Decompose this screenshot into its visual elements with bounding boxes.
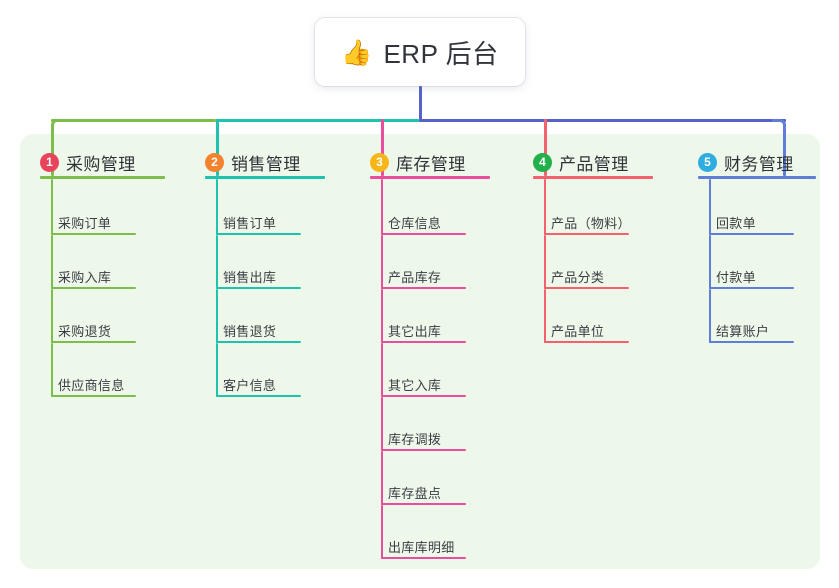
leaf-underline-4-3 [544,341,629,343]
leaf-stem-5-1 [709,179,711,235]
leaf-item-1-1[interactable]: 采购订单 [58,216,112,231]
leaf-underline-5-2 [709,287,794,289]
bus-segment-1 [51,119,216,122]
branch-header-1[interactable]: 1 采购管理 [40,150,136,175]
leaf-underline-4-2 [544,287,629,289]
branch-header-4[interactable]: 4 产品管理 [533,150,629,175]
leaf-underline-3-1 [381,233,466,235]
leaf-item-5-1[interactable]: 回款单 [716,216,756,231]
leaf-underline-2-3 [216,341,301,343]
leaf-item-4-1[interactable]: 产品（物料） [551,216,631,231]
leaf-item-4-2[interactable]: 产品分类 [551,270,605,285]
leaf-underline-1-3 [51,341,136,343]
root-node-label: ERP 后台 [383,38,499,69]
root-node-erp-backend[interactable]: 👍 ERP 后台 [315,18,525,86]
branch-header-3[interactable]: 3 库存管理 [370,150,466,175]
branch-drop-5 [783,131,786,176]
thumbs-up-icon: 👍 [341,37,373,67]
branch-title-5: 财务管理 [724,155,794,174]
leaf-item-2-4[interactable]: 客户信息 [223,378,277,393]
branch-header-2[interactable]: 2 销售管理 [205,150,301,175]
leaf-item-3-3[interactable]: 其它出库 [388,324,442,339]
leaf-stem-2-1 [216,179,218,235]
bus-segment-3 [419,119,786,122]
leaf-stem-4-2 [544,235,546,289]
leaf-item-2-2[interactable]: 销售出库 [223,270,277,285]
leaf-underline-3-3 [381,341,466,343]
root-node-content: 👍 ERP 后台 [341,34,498,71]
leaf-underline-1-2 [51,287,136,289]
leaf-underline-4-1 [544,233,629,235]
branch-underline-1 [40,176,165,179]
leaf-stem-2-3 [216,289,218,343]
branch-badge-1: 1 [40,153,59,172]
branch-underline-3 [370,176,490,179]
branch-underline-5 [698,176,816,179]
branch-badge-4: 4 [533,153,552,172]
branch-underline-4 [533,176,653,179]
leaf-underline-3-6 [381,503,466,505]
branch-badge-5: 5 [698,153,717,172]
leaf-underline-3-7 [381,557,466,559]
leaf-item-2-3[interactable]: 销售退货 [223,324,277,339]
leaf-stem-3-4 [381,343,383,397]
branch-badge-3: 3 [370,153,389,172]
leaf-underline-1-4 [51,395,136,397]
leaf-stem-5-3 [709,289,711,343]
leaf-stem-3-3 [381,289,383,343]
leaf-underline-2-2 [216,287,301,289]
leaf-item-3-7[interactable]: 出库库明细 [388,540,455,555]
branch-drop-2 [216,119,219,176]
leaf-stem-3-7 [381,505,383,559]
leaf-item-4-3[interactable]: 产品单位 [551,324,605,339]
leaf-item-3-1[interactable]: 仓库信息 [388,216,442,231]
leaf-underline-1-1 [51,233,136,235]
leaf-underline-5-3 [709,341,794,343]
leaf-item-3-4[interactable]: 其它入库 [388,378,442,393]
leaf-item-5-2[interactable]: 付款单 [716,270,756,285]
bus-elbow-1 [51,119,65,133]
branch-drop-4 [544,119,547,176]
leaf-item-3-6[interactable]: 库存盘点 [388,486,442,501]
root-trunk-line [419,86,422,122]
branch-drop-3 [381,119,384,176]
leaf-underline-3-4 [381,395,466,397]
leaf-stem-5-2 [709,235,711,289]
leaf-stem-1-4 [51,343,53,397]
leaf-item-2-1[interactable]: 销售订单 [223,216,277,231]
leaf-underline-3-5 [381,449,466,451]
leaf-item-3-2[interactable]: 产品库存 [388,270,442,285]
leaf-underline-2-4 [216,395,301,397]
leaf-stem-3-6 [381,451,383,505]
leaf-stem-2-2 [216,235,218,289]
leaf-stem-1-3 [51,289,53,343]
branch-title-4: 产品管理 [559,155,629,174]
branches-panel [20,134,820,569]
leaf-item-1-4[interactable]: 供应商信息 [58,378,125,393]
branch-title-1: 采购管理 [66,155,136,174]
branch-underline-2 [205,176,325,179]
bus-segment-2 [216,119,419,122]
branch-header-5[interactable]: 5 财务管理 [698,150,794,175]
branch-title-2: 销售管理 [231,155,301,174]
bus-elbow-5 [772,119,786,133]
branch-badge-2: 2 [205,153,224,172]
leaf-item-3-5[interactable]: 库存调拨 [388,432,442,447]
leaf-stem-3-5 [381,397,383,451]
leaf-stem-1-1 [51,179,53,235]
leaf-stem-2-4 [216,343,218,397]
leaf-stem-4-1 [544,179,546,235]
leaf-stem-1-2 [51,235,53,289]
leaf-item-1-3[interactable]: 采购退货 [58,324,112,339]
leaf-underline-2-1 [216,233,301,235]
leaf-underline-3-2 [381,287,466,289]
leaf-item-1-2[interactable]: 采购入库 [58,270,112,285]
leaf-stem-4-3 [544,289,546,343]
leaf-item-5-3[interactable]: 结算账户 [716,324,770,339]
branch-title-3: 库存管理 [396,155,466,174]
leaf-stem-3-1 [381,179,383,235]
leaf-underline-5-1 [709,233,794,235]
leaf-stem-3-2 [381,235,383,289]
